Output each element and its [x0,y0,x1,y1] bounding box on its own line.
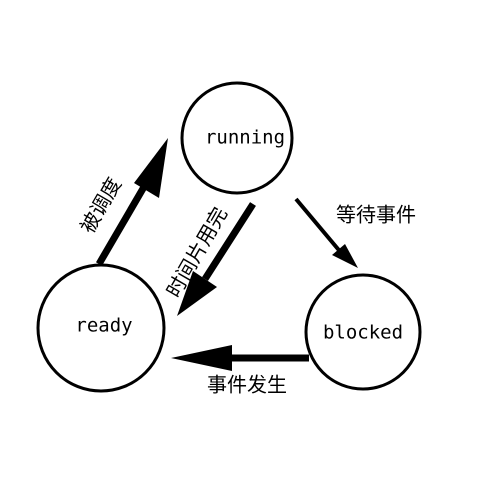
arrow-head [134,138,168,198]
arrow-blocked-to-ready [171,345,309,371]
arrow-shaft [294,197,345,257]
arrow-shaft [202,202,256,281]
label-running-to-blocked: 等待事件 [336,203,416,227]
running-label: running [205,127,285,149]
running-node [180,81,294,195]
arrow-head [332,244,358,268]
arrow-ready-to-running [95,138,168,266]
arrow-head [177,271,217,316]
blocked-node [304,273,422,391]
state-blocked: blocked [304,273,422,391]
arrow-head [171,345,232,371]
state-running: running [180,81,294,195]
arrow-running-to-blocked [294,197,358,268]
arrow-running-to-ready [177,202,256,316]
label-blocked-to-ready: 事件发生 [207,373,287,397]
arrow-shaft [95,178,152,266]
blocked-label: blocked [323,322,403,344]
state-ready: ready [36,263,166,393]
ready-label: ready [75,315,132,337]
